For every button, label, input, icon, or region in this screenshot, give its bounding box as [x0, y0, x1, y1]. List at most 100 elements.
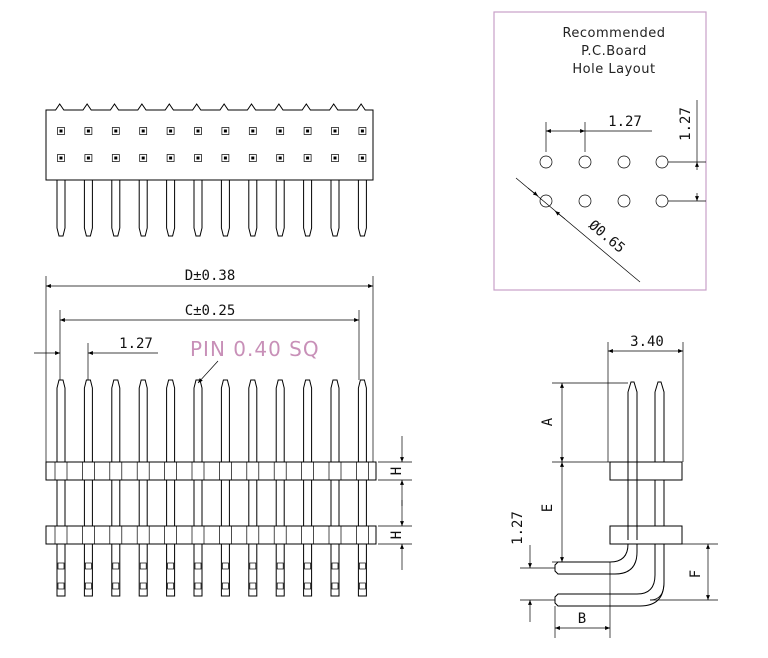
front-bottom-tail — [330, 544, 340, 597]
tail-square — [222, 562, 229, 570]
pcb-hole — [655, 155, 669, 169]
layout-title-line2: P.C.Board — [581, 44, 647, 59]
dim-h-top-label: H — [389, 467, 405, 475]
front-bottom-tail — [193, 544, 203, 597]
top-square-hole — [276, 154, 285, 162]
tail-square — [194, 582, 202, 590]
front-bottom-tail — [303, 544, 313, 597]
top-hole-center — [223, 156, 227, 160]
front-bottom-tail — [220, 544, 230, 597]
top-square-hole — [276, 127, 285, 135]
top-square-hole — [221, 154, 230, 162]
top-hole-center — [360, 129, 364, 133]
top-pin-tail — [303, 180, 313, 237]
top-square-hole — [248, 127, 257, 135]
dim-pitch-label: 1.27 — [119, 336, 153, 352]
pcb-hole-layout-box: Recommended P.C.Board Hole Layout 1.27 1… — [493, 11, 707, 291]
side-dim-a-label: A — [540, 417, 556, 426]
tail-square — [331, 582, 339, 590]
dim-d-label: D±0.38 — [185, 268, 236, 284]
top-view-housing — [45, 103, 374, 237]
top-hole-center — [114, 156, 118, 160]
tail-square — [139, 562, 147, 570]
top-square-hole — [166, 154, 175, 162]
layout-dim-x: 1.27 — [608, 114, 642, 130]
top-pin-tail — [83, 180, 93, 237]
top-square-hole — [111, 127, 120, 135]
tail-square — [194, 562, 202, 570]
top-square-hole — [84, 127, 93, 135]
tail-square — [304, 562, 311, 570]
tail-square — [57, 562, 65, 570]
top-square-hole — [139, 154, 148, 162]
tail-square — [112, 582, 120, 590]
front-pin — [248, 379, 258, 462]
top-hole-center — [278, 156, 282, 160]
front-pin — [303, 379, 313, 462]
top-hole-center — [196, 156, 200, 160]
front-view: D±0.38 C±0.25 1.27 PIN 0.40 SQ H H — [34, 268, 412, 597]
top-square-hole — [57, 154, 65, 162]
tail-square — [167, 582, 174, 590]
side-dim-row-pitch: 1.27 — [510, 511, 526, 545]
top-square-hole — [331, 154, 339, 162]
top-hole-center — [223, 129, 227, 133]
tail-square — [249, 562, 257, 570]
top-square-hole — [303, 127, 312, 135]
top-hole-center — [114, 129, 118, 133]
tail-square — [85, 562, 92, 570]
tail-square — [304, 582, 311, 590]
front-pin — [56, 379, 66, 462]
top-square-hole — [84, 154, 93, 162]
top-square-hole — [331, 127, 339, 135]
top-hole-center — [59, 129, 63, 133]
top-pin-tail — [193, 180, 203, 237]
pcb-hole — [655, 194, 669, 208]
front-bottom-tail — [248, 544, 258, 597]
pcb-hole — [539, 194, 553, 208]
top-hole-center — [306, 129, 310, 133]
top-square-hole — [358, 127, 367, 135]
layout-dim-y: 1.27 — [678, 107, 694, 141]
pcb-hole — [539, 155, 553, 169]
top-square-hole — [194, 127, 202, 135]
front-bottom-tail — [275, 544, 285, 597]
top-pin-tail — [330, 180, 340, 237]
pcb-hole — [578, 155, 592, 169]
top-pin-tail — [111, 180, 121, 237]
top-hole-center — [196, 129, 200, 133]
top-hole-center — [360, 156, 364, 160]
top-square-hole — [194, 154, 202, 162]
pin-note-leader — [197, 360, 219, 384]
side-upper-spacer — [609, 461, 683, 481]
tail-square — [359, 562, 366, 570]
front-pin — [193, 379, 203, 462]
tail-square — [57, 582, 65, 590]
pcb-hole — [578, 194, 592, 208]
top-square-hole — [248, 154, 257, 162]
front-pin — [111, 379, 121, 462]
top-pin-tail — [56, 180, 66, 237]
top-hole-center — [169, 156, 173, 160]
front-pin — [330, 379, 340, 462]
front-bottom-tail — [56, 544, 66, 597]
top-hole-center — [86, 156, 90, 160]
side-view: 3.40 A E 1.27 F — [510, 334, 718, 638]
top-hole-center — [169, 129, 173, 133]
layout-title-line3: Hole Layout — [572, 62, 655, 77]
side-lower-spacer — [609, 525, 683, 545]
top-hole-center — [251, 156, 255, 160]
top-pin-tail — [220, 180, 230, 237]
tail-square — [222, 582, 229, 590]
top-hole-center — [333, 129, 337, 133]
top-hole-center — [59, 156, 63, 160]
top-pin-tail — [248, 180, 258, 237]
top-hole-center — [141, 129, 145, 133]
side-dim-width: 3.40 — [630, 334, 664, 350]
top-pin-tail — [138, 180, 148, 237]
top-square-hole — [358, 154, 367, 162]
tail-square — [276, 562, 284, 570]
tail-square — [331, 562, 339, 570]
dim-h-bottom-label: H — [389, 531, 405, 539]
